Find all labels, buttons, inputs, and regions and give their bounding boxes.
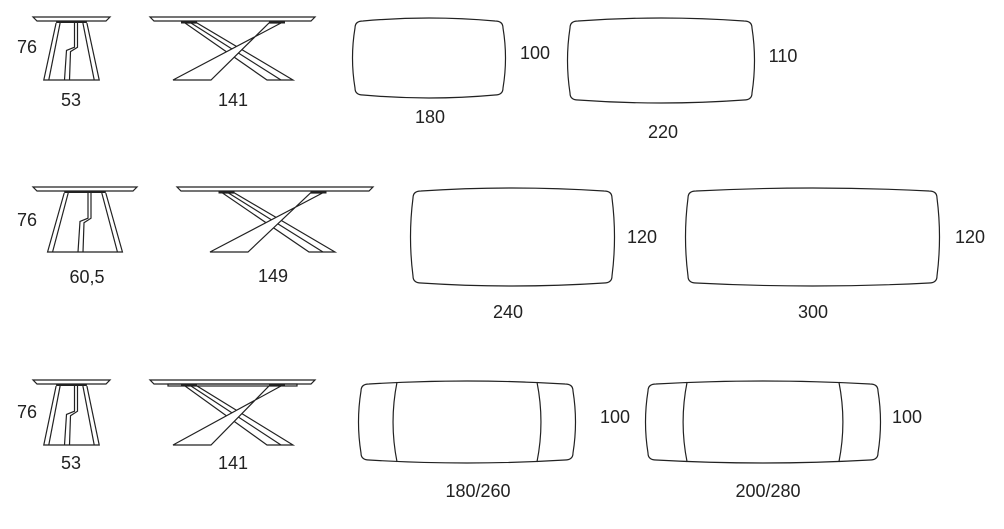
row2-top1-outline bbox=[409, 187, 616, 287]
row3-top1-width-label: 180/260 bbox=[445, 481, 510, 501]
row2-end-view-center-leg-edge bbox=[82, 193, 92, 253]
row3-top2-depth-label: 100 bbox=[892, 407, 922, 427]
row1-top1-depth-label: 100 bbox=[520, 43, 550, 63]
row2-end-view-center-leg bbox=[77, 193, 89, 253]
row1-top2-depth-label: 110 bbox=[769, 46, 798, 66]
row2-height-label: 76 bbox=[17, 210, 37, 230]
row2-end-view-base-outline bbox=[46, 192, 124, 253]
row1-end-view-center-leg-edge bbox=[68, 23, 79, 81]
row1-end-view-leg-line bbox=[48, 22, 61, 81]
row3-top1-depth-label: 100 bbox=[600, 407, 630, 427]
row3-end-view-leg-line bbox=[82, 385, 95, 446]
row3-end-view-center-leg-edge bbox=[68, 386, 79, 446]
row1-side-view-mount-plate bbox=[269, 21, 285, 24]
row1-end-view-center-leg bbox=[63, 23, 76, 81]
row3-top2-extension-seam bbox=[838, 381, 844, 463]
row3-top2-outline bbox=[644, 380, 882, 464]
row1-side-view-tabletop bbox=[148, 16, 317, 22]
row2-end-view-mount-plate bbox=[64, 191, 106, 193]
row1-end-view-tabletop bbox=[31, 16, 112, 22]
row1-end-view-mount-plate bbox=[56, 21, 87, 23]
row3-side-view-tabletop bbox=[148, 379, 317, 385]
row2-side-view-mount-plate bbox=[310, 191, 327, 194]
row1-end-view-leg-line bbox=[82, 22, 95, 81]
row1-top1-outline bbox=[351, 17, 507, 99]
row2-side-view-leg-b bbox=[209, 192, 323, 253]
row3-end-view-mount-plate bbox=[56, 384, 87, 386]
row3-side-view-extension-rail bbox=[167, 383, 298, 387]
row3-depth-label: 53 bbox=[61, 453, 81, 473]
row1-top1-width-label: 180 bbox=[415, 107, 445, 127]
row3-top2-extension-seam bbox=[682, 381, 688, 463]
row2-top1-width-label: 240 bbox=[493, 302, 523, 322]
row1-base-width-label: 141 bbox=[218, 90, 248, 110]
row3-base-width-label: 141 bbox=[218, 453, 248, 473]
row3-side-view-leg-b bbox=[172, 385, 282, 446]
row3-end-view-base-outline bbox=[43, 385, 100, 446]
row3-top1-extension-seam bbox=[536, 381, 542, 463]
row2-top2-width-label: 300 bbox=[798, 302, 828, 322]
row2-end-view-leg-line bbox=[101, 192, 119, 253]
row2-top2-depth-label: 120 bbox=[955, 227, 985, 247]
row3-end-view-leg-line bbox=[48, 385, 61, 446]
row1-side-view-leg-b bbox=[172, 22, 282, 81]
row3-end-view-tabletop bbox=[31, 379, 112, 385]
row3-end-view-center-leg bbox=[63, 386, 76, 446]
row3-top1-extension-seam bbox=[392, 381, 398, 463]
row1-depth-label: 53 bbox=[61, 90, 81, 110]
row1-top2-width-label: 220 bbox=[648, 122, 678, 142]
row2-end-view-leg-line bbox=[51, 192, 69, 253]
row3-height-label: 76 bbox=[17, 402, 37, 422]
row1-height-label: 76 bbox=[17, 37, 37, 57]
row2-top1-depth-label: 120 bbox=[627, 227, 657, 247]
row3-side-view-mount-plate bbox=[269, 384, 285, 387]
row2-side-view-tabletop bbox=[175, 186, 375, 192]
row2-base-width-label: 149 bbox=[258, 266, 288, 286]
row2-end-view-tabletop bbox=[31, 186, 139, 192]
row3-top1-outline bbox=[357, 380, 577, 464]
row1-top2-outline bbox=[566, 17, 756, 104]
row2-top2-outline bbox=[684, 187, 941, 287]
row1-side-view-mount-plate bbox=[181, 21, 197, 24]
row1-end-view-base-outline bbox=[43, 22, 100, 81]
row3-side-view-mount-plate bbox=[181, 384, 197, 387]
row2-depth-label: 60,5 bbox=[69, 267, 104, 287]
row3-top2-width-label: 200/280 bbox=[735, 481, 800, 501]
row2-side-view-mount-plate bbox=[218, 191, 235, 194]
